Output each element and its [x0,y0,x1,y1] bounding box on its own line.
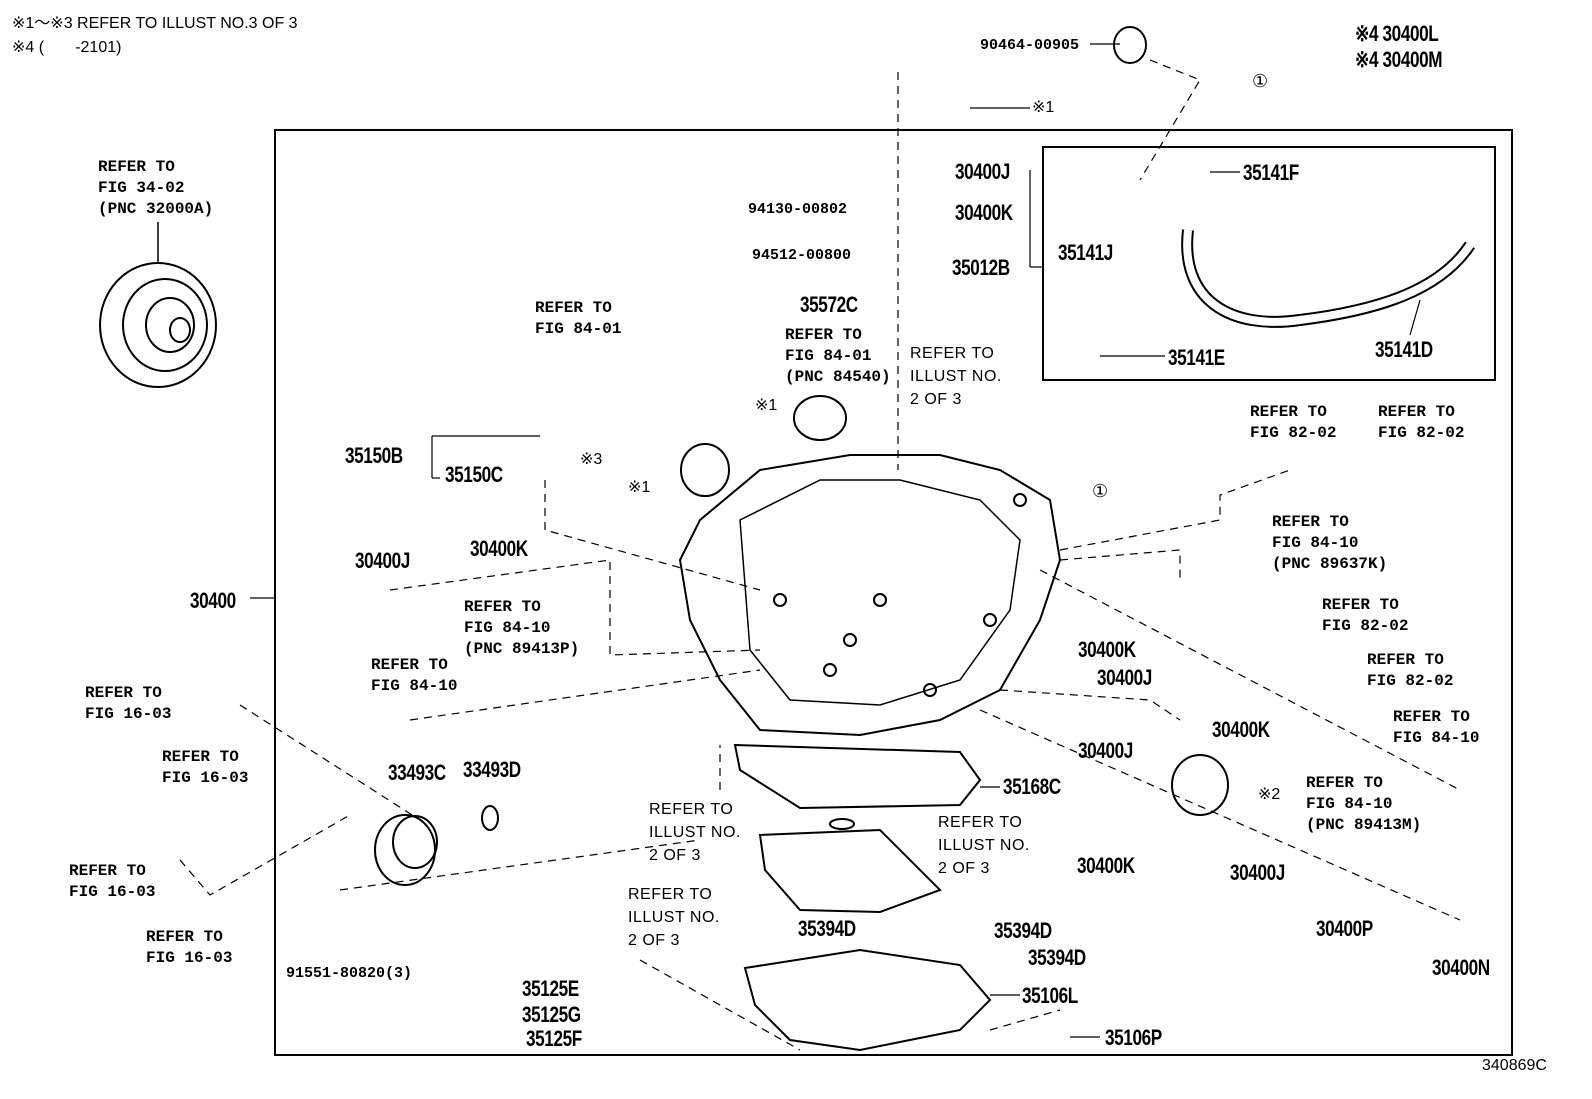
part-number-label[interactable]: 30400K [1078,637,1136,662]
part-number-label[interactable]: 35168C [1003,774,1061,799]
cross-reference-label: REFER TO FIG 84-10 [1393,708,1480,747]
cross-reference-label: REFER TO FIG 16-03 [146,928,233,967]
o-ring-33493D [481,805,499,831]
cross-reference-label: REFER TO FIG 16-03 [162,748,249,787]
cross-reference-label: REFER TO FIG 82-02 [1250,403,1337,442]
solid-leader-lines [250,43,1421,1038]
part-number-label[interactable]: 30400P [1316,916,1373,941]
cross-reference-label: REFER TO FIG 84-10 (PNC 89413P) [464,598,580,658]
oil-seal-1b [680,443,730,497]
part-number-label[interactable]: 35141J [1058,240,1113,265]
part-number-label[interactable]: ※4 30400L [1355,21,1439,46]
callout-label: 90464-00905 [980,37,1080,54]
illustration-code: 340869C [1482,1057,1547,1074]
part-number-label[interactable]: 35125E [522,976,579,1001]
part-number-label[interactable]: 30400N [1432,955,1490,980]
oil-seal-2 [1171,754,1229,816]
dashed-leader-lines [179,59,1461,1051]
part-number-label[interactable]: 30400K [1077,853,1135,878]
part-number-label[interactable]: 30400K [470,536,528,561]
oil-cooler-33493C [374,814,438,886]
callout-label: 94130-00802 [748,201,848,218]
callout-label: 94512-00800 [752,247,852,264]
callout-label: ※2 [1258,786,1281,803]
part-number-label[interactable]: 35106L [1022,983,1078,1008]
cross-reference-label: REFER TO ILLUST NO. 2 OF 3 [628,886,720,950]
part-number-label[interactable]: 35125F [526,1026,582,1051]
oil-pan-gasket-35168C [733,743,982,810]
part-number-label[interactable]: 30400J [355,548,410,573]
header-note-1: ※1～※3 REFER TO ILLUST NO.3 OF 3 [12,15,298,32]
part-number-label[interactable]: 35150C [445,462,503,487]
part-number-label[interactable]: 30400K [955,200,1013,225]
part-number-label[interactable]: 30400K [1212,717,1270,742]
part-number-label[interactable]: 35125G [522,1002,581,1027]
part-number-label[interactable]: 35141F [1243,160,1299,185]
cross-reference-label: REFER TO FIG 84-10 (PNC 89637K) [1272,513,1388,573]
cross-reference-label: REFER TO FIG 84-10 (PNC 89413M) [1306,774,1422,834]
oil-strainer [758,828,942,914]
oil-seal-1a [793,395,847,441]
callout-label: ※1 [628,479,651,496]
cross-reference-label: REFER TO ILLUST NO. 2 OF 3 [649,801,741,865]
part-number-label[interactable]: 35394D [994,918,1052,943]
torque-converter [99,222,217,388]
callout-label: ※1 [1032,99,1055,116]
cross-reference-label: REFER TO FIG 84-01 [535,299,622,338]
part-number-label[interactable]: 35572C [800,292,858,317]
cross-reference-label: REFER TO FIG 16-03 [85,684,172,723]
cross-reference-label: REFER TO FIG 82-02 [1367,651,1454,690]
part-number-label[interactable]: 35141D [1375,337,1433,362]
part-number-label[interactable]: 35012B [952,255,1010,280]
cross-reference-label: REFER TO FIG 84-01 (PNC 84540) [785,326,891,386]
part-number-label[interactable]: 35394D [798,916,856,941]
part-number-label[interactable]: 33493C [388,760,446,785]
part-number-label[interactable]: 30400J [955,159,1010,184]
clamp-90464 [1113,26,1147,64]
part-number-label[interactable]: 35150B [345,443,403,468]
cross-reference-label: REFER TO FIG 34-02 (PNC 32000A) [98,158,214,218]
cross-reference-label: REFER TO FIG 84-10 [371,656,458,695]
part-number-label[interactable]: 35106P [1105,1025,1162,1050]
main-assembly-frame [274,129,1513,1056]
part-number-label[interactable]: 35141E [1168,345,1225,370]
part-number-label[interactable]: 30400 [190,588,236,613]
callout-label: ※1 [755,397,778,414]
cross-reference-label: REFER TO ILLUST NO. 2 OF 3 [938,814,1030,878]
callout-label: ※3 [580,451,603,468]
oil-pan-35106L [743,948,992,1052]
cross-reference-label: REFER TO FIG 16-03 [69,862,156,901]
oil-cooler-hose [1181,229,1475,328]
part-number-label[interactable]: 30400J [1230,860,1285,885]
part-number-label[interactable]: 30400J [1097,665,1152,690]
cross-reference-label: REFER TO FIG 82-02 [1378,403,1465,442]
cross-reference-label: REFER TO ILLUST NO. 2 OF 3 [910,345,1002,409]
header-note-2: ※4 ( -2101) [12,39,122,56]
callout-label: ① [1252,71,1269,92]
hose-subassembly-frame [1042,146,1496,381]
cross-reference-label: REFER TO FIG 82-02 [1322,596,1409,635]
part-number-label[interactable]: ※4 30400M [1355,47,1443,72]
part-number-label[interactable]: 33493D [463,757,521,782]
transmission-case [678,454,1062,737]
callout-label: ① [1092,481,1109,502]
part-number-label[interactable]: 35394D [1028,945,1086,970]
part-number-label[interactable]: 30400J [1078,738,1133,763]
strainer-o-ring [829,818,855,830]
callout-label: 91551-80820(3) [286,965,413,982]
